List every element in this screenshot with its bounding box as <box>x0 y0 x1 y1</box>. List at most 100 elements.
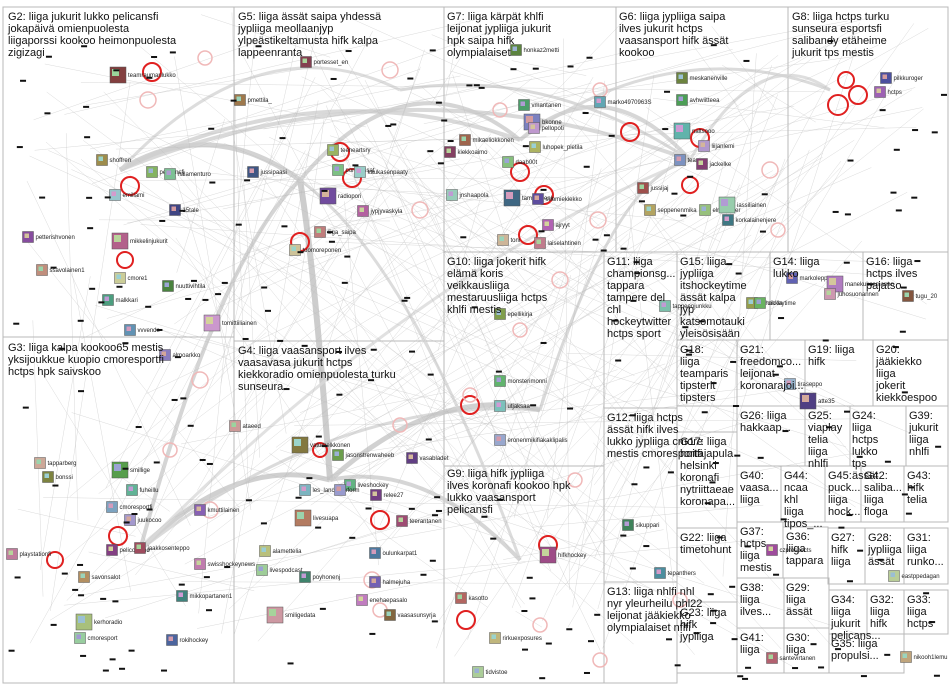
node[interactable]: tepanthers <box>654 567 696 579</box>
node[interactable]: mikaeliokkonen <box>459 134 514 146</box>
node[interactable]: tiraseppo <box>784 378 823 390</box>
node[interactable]: vatumelkkonen <box>291 436 350 454</box>
node[interactable]: oikilla <box>754 297 784 309</box>
node[interactable]: juukocoo <box>124 514 163 526</box>
node[interactable]: juhosuonannen <box>824 288 879 300</box>
node[interactable]: liijanlemi <box>698 140 735 152</box>
node[interactable]: savonsalot <box>78 571 121 583</box>
node[interactable]: alamettelia <box>259 545 303 557</box>
node[interactable]: les_lancaster <box>299 484 348 496</box>
node[interactable]: ataeed <box>229 420 261 432</box>
node[interactable]: vaasasunsyrja <box>384 609 437 621</box>
node[interactable]: iassiliainen <box>718 196 766 214</box>
node[interactable]: smiligedata <box>266 606 316 624</box>
node[interactable]: pellopoti <box>528 122 564 134</box>
node[interactable]: ssavolainen1 <box>36 264 86 276</box>
node[interactable]: kasotto <box>455 592 489 604</box>
node[interactable]: kmuttilainen <box>194 504 240 516</box>
node[interactable]: honkaz2metti <box>510 44 560 56</box>
node[interactable]: hifkhockey <box>539 546 586 564</box>
node[interactable]: teerantanen <box>396 515 442 527</box>
node[interactable]: jussipaasi <box>247 166 287 178</box>
node[interactable]: smillige <box>111 461 151 479</box>
node[interactable]: halamenturo <box>164 168 212 180</box>
node[interactable]: pilkkuroger <box>880 72 923 84</box>
node[interactable]: toni <box>497 234 521 246</box>
node[interactable]: nikooh1lemu <box>900 651 948 663</box>
node[interactable]: almoarkko <box>159 349 201 361</box>
node[interactable]: kaukasenpaaty <box>354 166 408 178</box>
node[interactable]: pmettila_ <box>234 94 273 106</box>
node[interactable]: santevirtanen <box>766 652 816 664</box>
node[interactable]: cmoresportfi <box>106 501 153 513</box>
node[interactable]: cmore1 <box>114 272 149 284</box>
node[interactable]: fuheillu <box>126 484 159 496</box>
node[interactable]: rokihockey <box>166 634 209 646</box>
node[interactable]: monsterimonni <box>494 375 547 387</box>
node[interactable]: shoffren <box>96 154 132 166</box>
node[interactable]: mikkopartanen1 <box>176 590 233 602</box>
node[interactable]: halmejuha <box>369 576 411 588</box>
node[interactable]: korkalainenjere <box>722 214 777 226</box>
node[interactable]: jaakkosenteppo <box>134 542 191 554</box>
node[interactable]: jnshaapola <box>446 189 490 201</box>
node[interactable]: rirkuexposures <box>489 632 542 644</box>
node[interactable]: avhwiitteea <box>676 94 721 106</box>
node[interactable]: eronenmikifiakaklipalis <box>494 434 568 446</box>
node[interactable]: cmoresport <box>74 632 118 644</box>
node[interactable]: markoleppanen <box>786 272 841 284</box>
node[interactable]: tugu_20 <box>902 290 938 302</box>
node[interactable]: teeheartsry <box>327 144 371 156</box>
node[interactable]: hctps <box>874 86 902 98</box>
node[interactable]: suomiekiekko <box>532 193 583 205</box>
node[interactable]: radiopori <box>319 187 361 205</box>
node[interactable]: livespodcast <box>256 564 303 576</box>
node[interactable]: tapparberg <box>34 457 77 469</box>
isolate-node <box>203 576 210 579</box>
node[interactable]: tidvistoe <box>472 666 509 678</box>
node[interactable]: oulunkarpat1 <box>369 547 418 559</box>
node[interactable]: seppenenmika <box>644 204 698 216</box>
node[interactable]: nuuttivihtila <box>162 280 207 292</box>
node[interactable]: swisshockeynews <box>194 558 256 570</box>
node[interactable]: tomittiiliainen <box>203 314 257 332</box>
node[interactable]: playstationfi <box>6 548 52 560</box>
node[interactable]: jussijaj <box>637 182 669 194</box>
node[interactable]: malkkari <box>102 294 138 306</box>
node[interactable]: luhopek_pietila <box>529 141 584 153</box>
node[interactable]: enehaepasalo <box>356 594 408 606</box>
node[interactable]: relee27 <box>370 489 405 501</box>
node[interactable]: utjaksaa <box>494 400 531 412</box>
node[interactable]: meskanenville <box>676 72 729 84</box>
node[interactable]: sikuppari <box>622 519 660 531</box>
node[interactable]: czprospects <box>766 544 812 556</box>
node[interactable]: kerhoradio <box>75 613 123 631</box>
node[interactable]: marko4970963S <box>594 96 652 108</box>
node[interactable]: tuomoreponen <box>289 244 342 256</box>
node[interactable]: jackelke <box>696 158 732 170</box>
node[interactable]: jypjyvaskyla <box>357 205 404 217</box>
node[interactable]: jasonstrenwaheeb <box>332 449 395 461</box>
node[interactable]: emillami <box>109 189 145 201</box>
node[interactable]: portesset_en <box>300 56 349 68</box>
node[interactable]: poyhonenj <box>299 571 341 583</box>
node[interactable]: laiselahtinen <box>534 237 581 249</box>
node[interactable]: vvvende <box>124 324 161 336</box>
node[interactable]: livesuapa <box>294 509 339 527</box>
node[interactable]: epellikirja <box>494 308 534 320</box>
node[interactable]: liiga_saipa <box>314 226 357 238</box>
node[interactable]: tappeenjunkku <box>659 300 712 312</box>
node[interactable]: eastppedagan <box>888 570 940 582</box>
node[interactable]: petterishvonen <box>22 231 75 243</box>
node[interactable]: ajryyt <box>542 219 571 231</box>
node[interactable]: mikkelinjukurit <box>111 232 168 250</box>
node[interactable]: vmantanen <box>518 99 562 111</box>
node[interactable]: daab00t <box>502 156 538 168</box>
node[interactable]: atte35 <box>799 392 835 410</box>
node[interactable]: teamu <box>674 154 705 166</box>
node[interactable]: naltsooo <box>673 122 715 140</box>
node[interactable]: vasabladet <box>406 452 449 464</box>
node[interactable]: form <box>334 484 360 496</box>
node[interactable]: kiekkoaimo <box>444 146 489 158</box>
node[interactable]: bonssi <box>42 471 73 483</box>
